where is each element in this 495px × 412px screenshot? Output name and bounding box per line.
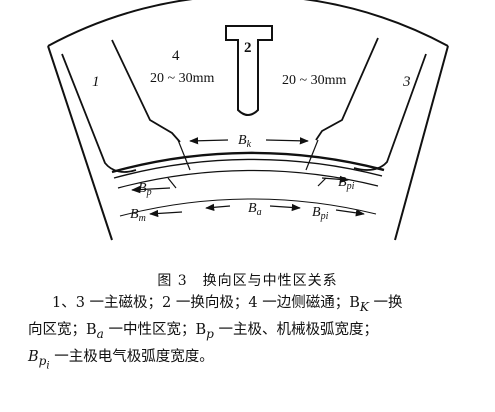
- legend-bp-sub: p: [206, 326, 214, 341]
- ba-arrow-right: [269, 203, 301, 212]
- main-pole-right: [353, 53, 427, 171]
- bm-arrow: [149, 209, 183, 218]
- frame-right-edge: [394, 45, 449, 241]
- legend-line-3-b: 一主极电气极弧度宽度。: [49, 349, 214, 365]
- legend-line-1: 1、3 一主磁极；2 一换向极；4 一边侧磁通；BK 一换: [28, 290, 480, 321]
- label-pole-1: 1: [92, 74, 100, 90]
- label-ba: Ba: [248, 201, 262, 218]
- legend-line-2-c: 一主极、机械极弧宽度；: [213, 322, 378, 338]
- bottom-dim-arc: [119, 198, 377, 217]
- label-bk: Bk: [238, 133, 252, 150]
- label-pole-2: 2: [244, 40, 252, 56]
- legend-line-2: 向区宽；Ba 一中性区宽；Bp 一主极、机械极弧宽度；: [28, 317, 480, 348]
- legend-bpi-sub: pi: [38, 353, 50, 372]
- caption-block: 图 3 换向区与中性区关系 1、3 一主磁极；2 一换向极；4 一边侧磁通；BK…: [0, 270, 495, 412]
- ba-arrow-left: [205, 203, 231, 211]
- bk-arrow-right: [265, 137, 309, 145]
- label-side-flux-4: 4: [172, 48, 180, 64]
- figure-caption: 图 3 换向区与中性区关系: [157, 273, 338, 289]
- diagram-svg: 1 2 3 4 20 ~ 30mm 20 ~ 30mm Bk Bp Bm Ba …: [47, 0, 449, 241]
- armature-arc-outer: [111, 151, 385, 174]
- label-bp: Bp: [138, 181, 152, 198]
- legend-bpi-sub-p: p: [38, 353, 47, 368]
- frame-left-edge: [47, 45, 113, 241]
- legend-ba-sub: a: [96, 326, 104, 341]
- leader-bp: [167, 177, 177, 189]
- legend-line-2-a: 向区宽；B: [28, 322, 97, 338]
- bpi-arrow: [335, 209, 365, 217]
- legend-bpi-subsub: i: [46, 360, 50, 372]
- legend-line-1-text: 1、3 一主磁极；2 一换向极；4 一边侧磁通；B: [52, 295, 360, 311]
- label-bpi-upper: Bpi: [338, 175, 355, 192]
- label-bpi: Bpi: [312, 205, 329, 222]
- leader-left: [177, 139, 191, 171]
- armature-arc-inner: [113, 158, 383, 179]
- leader-right: [305, 139, 319, 171]
- legend-line-3: Bpi 一主极电气极弧度宽度。: [28, 344, 480, 379]
- bk-arrow-left: [189, 137, 229, 145]
- bp-arrow-left: [131, 185, 171, 194]
- frame-outer-arc: [47, 0, 449, 47]
- commutating-pole-body: [111, 37, 379, 143]
- legend-line-3-a: B: [28, 349, 39, 365]
- commutation-zone-diagram: 1 2 3 4 20 ~ 30mm 20 ~ 30mm Bk Bp Bm Ba …: [47, 0, 449, 241]
- label-pole-3: 3: [402, 74, 411, 90]
- label-dim-right: 20 ~ 30mm: [282, 73, 346, 88]
- legend-line-2-b: 一中性区宽；B: [103, 322, 207, 338]
- bpi-upper-arrow: [321, 175, 349, 184]
- label-dim-left: 20 ~ 30mm: [150, 71, 214, 86]
- label-bm: Bm: [130, 207, 146, 224]
- commutating-pole-head: [225, 25, 273, 116]
- legend-line-1-tail: 一换: [368, 295, 403, 311]
- legend-bk-sub: K: [359, 299, 369, 314]
- leader-bpi-upper: [317, 177, 327, 187]
- main-pole-left: [61, 53, 137, 173]
